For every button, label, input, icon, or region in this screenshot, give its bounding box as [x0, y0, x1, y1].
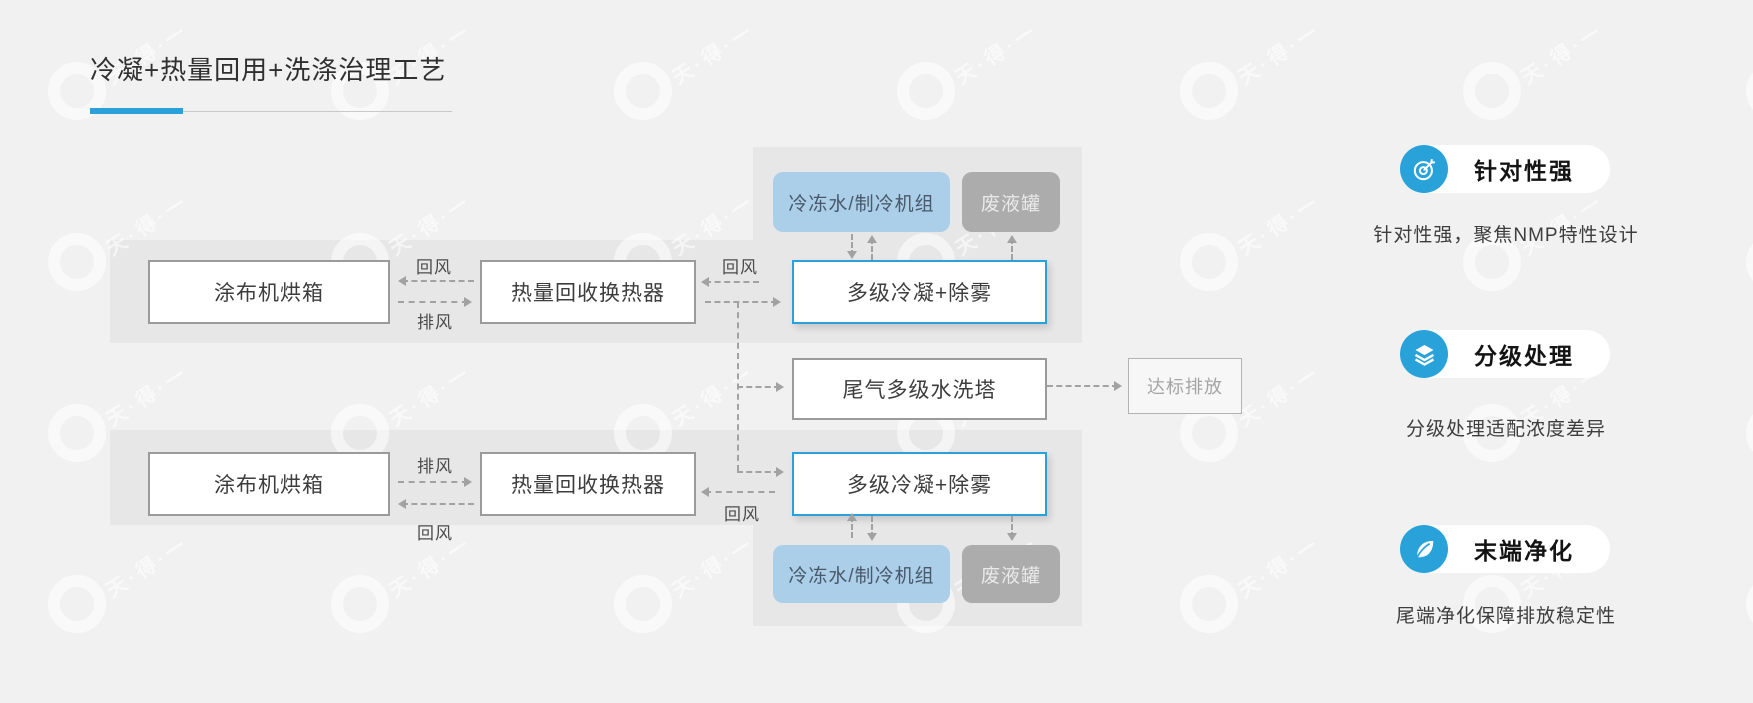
title-underline	[90, 108, 452, 114]
flow-label-return-air: 回风	[417, 524, 453, 543]
flow-arrow-up-waste	[1007, 235, 1017, 260]
flow-arrow-down-waste	[1007, 516, 1017, 541]
flow-arrow-left	[398, 276, 474, 286]
feature-desc: 针对性强，聚焦NMP特性设计	[1373, 225, 1639, 246]
node-chiller-line1: 冷冻水/制冷机组	[773, 172, 950, 232]
node-scrubber: 尾气多级水洗塔	[792, 358, 1047, 420]
page-title: 冷凝+热量回用+洗涤治理工艺	[90, 55, 447, 85]
node-oven-line1: 涂布机烘箱	[148, 260, 390, 324]
flow-arrow-right	[705, 297, 781, 307]
flow-arrow-left	[398, 499, 474, 509]
flow-connector-vertical	[737, 302, 739, 471]
flow-arrow-right	[398, 477, 472, 487]
node-waste-tank-line2: 废液罐	[962, 545, 1060, 603]
flow-label-return-air: 回风	[722, 258, 758, 277]
feature-title: 针对性强	[1474, 158, 1574, 184]
node-condenser-line1: 多级冷凝+除雾	[792, 260, 1047, 324]
feature-pill-targeted: 针对性强	[1400, 145, 1610, 193]
flow-arrow-down	[867, 516, 877, 541]
layers-icon	[1400, 330, 1448, 378]
flow-arrow-right	[398, 297, 472, 307]
feature-desc: 尾端净化保障排放稳定性	[1395, 606, 1616, 627]
feature-pill-staged: 分级处理	[1400, 330, 1610, 378]
flow-arrow-up	[867, 235, 877, 260]
flow-arrow-down	[847, 234, 857, 259]
flow-arrow-to-scrubber	[737, 382, 784, 392]
flow-label-exhaust-air: 排风	[417, 313, 453, 332]
flow-arrow-up	[847, 513, 857, 538]
flow-label-return-air: 回风	[724, 505, 760, 524]
feature-pill-purify: 末端净化	[1400, 525, 1610, 573]
node-heat-exchanger-line2: 热量回收换热器	[480, 452, 696, 516]
flow-arrow-to-condenser2	[737, 467, 784, 477]
flow-arrow-to-discharge	[1047, 381, 1122, 391]
leaf-icon	[1400, 525, 1448, 573]
target-icon	[1400, 145, 1448, 193]
flow-label-exhaust-air: 排风	[417, 457, 453, 476]
flow-arrow-left	[701, 277, 759, 287]
feature-desc: 分级处理适配浓度差异	[1405, 419, 1606, 440]
node-heat-exchanger-line1: 热量回收换热器	[480, 260, 696, 324]
node-oven-line2: 涂布机烘箱	[148, 452, 390, 516]
flow-arrow-left	[701, 487, 775, 497]
title-underline-accent	[90, 108, 183, 114]
node-discharge: 达标排放	[1128, 358, 1242, 414]
flow-label-return-air: 回风	[416, 258, 452, 277]
feature-title: 分级处理	[1474, 343, 1574, 369]
node-waste-tank-line1: 废液罐	[962, 172, 1060, 232]
feature-title: 末端净化	[1474, 538, 1574, 564]
node-condenser-line2: 多级冷凝+除雾	[792, 452, 1047, 516]
node-chiller-line2: 冷冻水/制冷机组	[773, 545, 950, 603]
